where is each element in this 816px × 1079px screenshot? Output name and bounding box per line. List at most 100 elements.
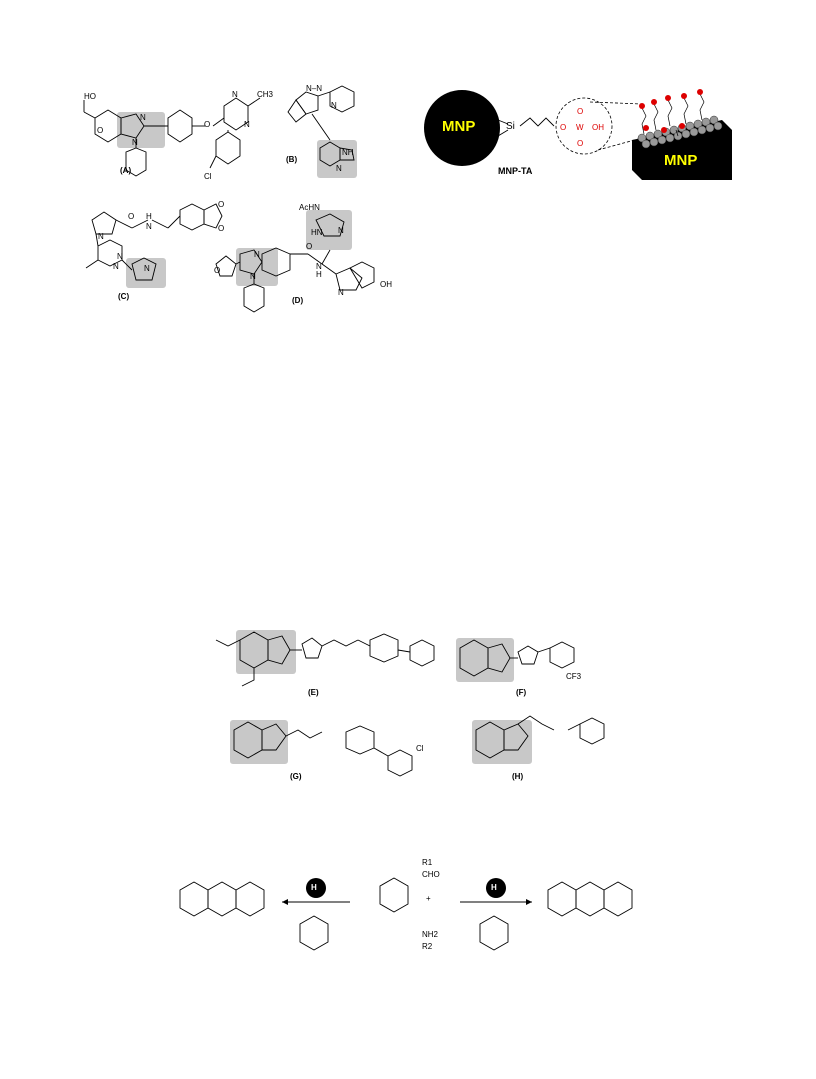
figure-1-inhibitors: HO O N N O N N CH3 Cl (A) N–N N NH N (B)… [0, 0, 420, 330]
label-E: (E) [308, 688, 319, 697]
atom-C-n: N [98, 232, 104, 241]
atom-C-h: H [146, 212, 152, 221]
figure-4-reaction-scheme: H H R1 CHO + NH2 R2 [160, 850, 650, 970]
reagent-cho: CHO [422, 870, 440, 879]
ring-B-pyridine [329, 85, 355, 113]
ring-D-imidazole-2 [315, 213, 345, 237]
ring-product-left-1 [179, 881, 209, 917]
ring-C-pyrrolidine [91, 211, 117, 235]
atom-D-hn: HN [311, 228, 323, 237]
atom-o-bottom: O [577, 139, 584, 148]
atom-B-nh: NH [342, 148, 354, 157]
ring-H-pyridine [579, 717, 605, 745]
ring-F-imidazole [487, 643, 511, 673]
plus-sign: + [426, 894, 431, 903]
ring-B-pyrrolidine [287, 99, 307, 123]
ring-G-chlorophenyl [387, 749, 413, 777]
atom-F-cf3: CF3 [566, 672, 582, 681]
h-plus-left: H [311, 883, 317, 892]
atom-D-n4: N [338, 288, 344, 297]
figure-2-mnp-ta: MNP Si O W OH O O MNP-TA MNP [420, 80, 750, 190]
xanthines-drawing [215, 630, 605, 777]
figure-3-xanthines: (E) (F) CF3 (G) Cl (H) [200, 620, 660, 800]
atom-B-n: N [331, 101, 337, 110]
ring-D-indole-pyrrole [335, 267, 363, 291]
atom-A-cl: Cl [204, 172, 212, 181]
ring-C-benzodioxole-benzo [179, 203, 205, 231]
atom-D-achn: AcHN [299, 203, 320, 212]
ring-D-indole-benzo [349, 261, 375, 289]
ring-B-pyrazole [295, 91, 319, 115]
ring-barbituric-right [479, 915, 509, 951]
atom-si: Si [506, 121, 515, 132]
atom-D-nh: N [316, 262, 322, 271]
reaction-scheme-drawing [179, 877, 633, 951]
atom-C-n4: N [113, 262, 119, 271]
atom-D-o2: O [214, 266, 221, 275]
atom-A-n3: N [232, 90, 238, 99]
atom-D-n: N [338, 226, 344, 235]
mnp-sphere-label: MNP [442, 118, 476, 135]
label-D: (D) [292, 296, 304, 305]
ring-F-phenyl [549, 641, 575, 669]
ring-C-dioxole [203, 203, 223, 229]
propyl-linker [519, 117, 555, 127]
h-plus-left-badge [306, 878, 326, 898]
h-plus-right: H [491, 883, 497, 892]
atom-D-oh: OH [380, 280, 392, 289]
ring-G-piperazine [345, 725, 375, 755]
ring-product-left-2 [207, 881, 237, 917]
atom-A-o2: O [204, 120, 211, 129]
atom-A-n1: N [140, 113, 146, 122]
ring-A-phenyl [167, 109, 193, 143]
atom-A-n4: N [244, 120, 250, 129]
ring-F-pyrazole [517, 645, 539, 665]
atom-o-top: O [577, 107, 584, 116]
atom-D-o: O [306, 242, 313, 251]
atom-A-o: O [97, 126, 104, 135]
mnp-ta-drawing [424, 89, 732, 180]
mnp-slab-label: MNP [664, 152, 698, 169]
ring-product-left-3 [235, 881, 265, 917]
ring-H-imidazole [503, 723, 529, 751]
atom-C-o2: O [218, 224, 225, 233]
label-H: (H) [512, 772, 524, 781]
ring-dimedone [299, 915, 329, 951]
reagent-r2: R2 [422, 942, 433, 951]
ring-D-imidazole [239, 249, 263, 275]
atom-D-n3: N [250, 272, 256, 281]
atom-G-cl: Cl [416, 744, 424, 753]
ring-B-indazole-pyrazole [339, 147, 355, 161]
ring-A-chlorophenyl [215, 131, 241, 165]
ring-C-imidazole [131, 257, 157, 281]
figure-1-drawing [83, 85, 375, 313]
label-A: (A) [120, 166, 132, 175]
atom-C-o: O [128, 212, 135, 221]
highlight-D-benzimidazole [236, 248, 278, 286]
surface-tungstate-dots [639, 89, 703, 133]
atom-C-n5: N [144, 264, 150, 273]
surface-tethers [641, 93, 705, 137]
ring-A-pyrimidine [223, 97, 249, 131]
label-F: (F) [516, 688, 527, 697]
ring-product-right-3 [603, 881, 633, 917]
atom-A-n2: N [132, 138, 138, 147]
label-C: (C) [118, 292, 130, 301]
atom-B-n2: N [336, 164, 342, 173]
reagent-nh2: NH2 [422, 930, 439, 939]
atom-C-o1: O [218, 200, 225, 209]
atom-oh: OH [592, 123, 604, 132]
ring-E-imidazole [267, 635, 291, 665]
ring-A-cyclohexyl [125, 147, 147, 177]
mnp-ta-caption: MNP-TA [498, 166, 533, 176]
atom-D-h: H [316, 270, 322, 279]
tungstate-zoom-circle [555, 97, 613, 155]
label-B: (B) [286, 155, 298, 164]
h-plus-right-badge [486, 878, 506, 898]
ring-G-imidazole [261, 723, 287, 751]
ring-E-piperazine [369, 633, 399, 663]
ring-D-cyclohexyl [243, 283, 265, 313]
ring-product-right-1 [547, 881, 577, 917]
ring-E-pyrazole [301, 637, 323, 659]
atom-o1: O [560, 123, 567, 132]
